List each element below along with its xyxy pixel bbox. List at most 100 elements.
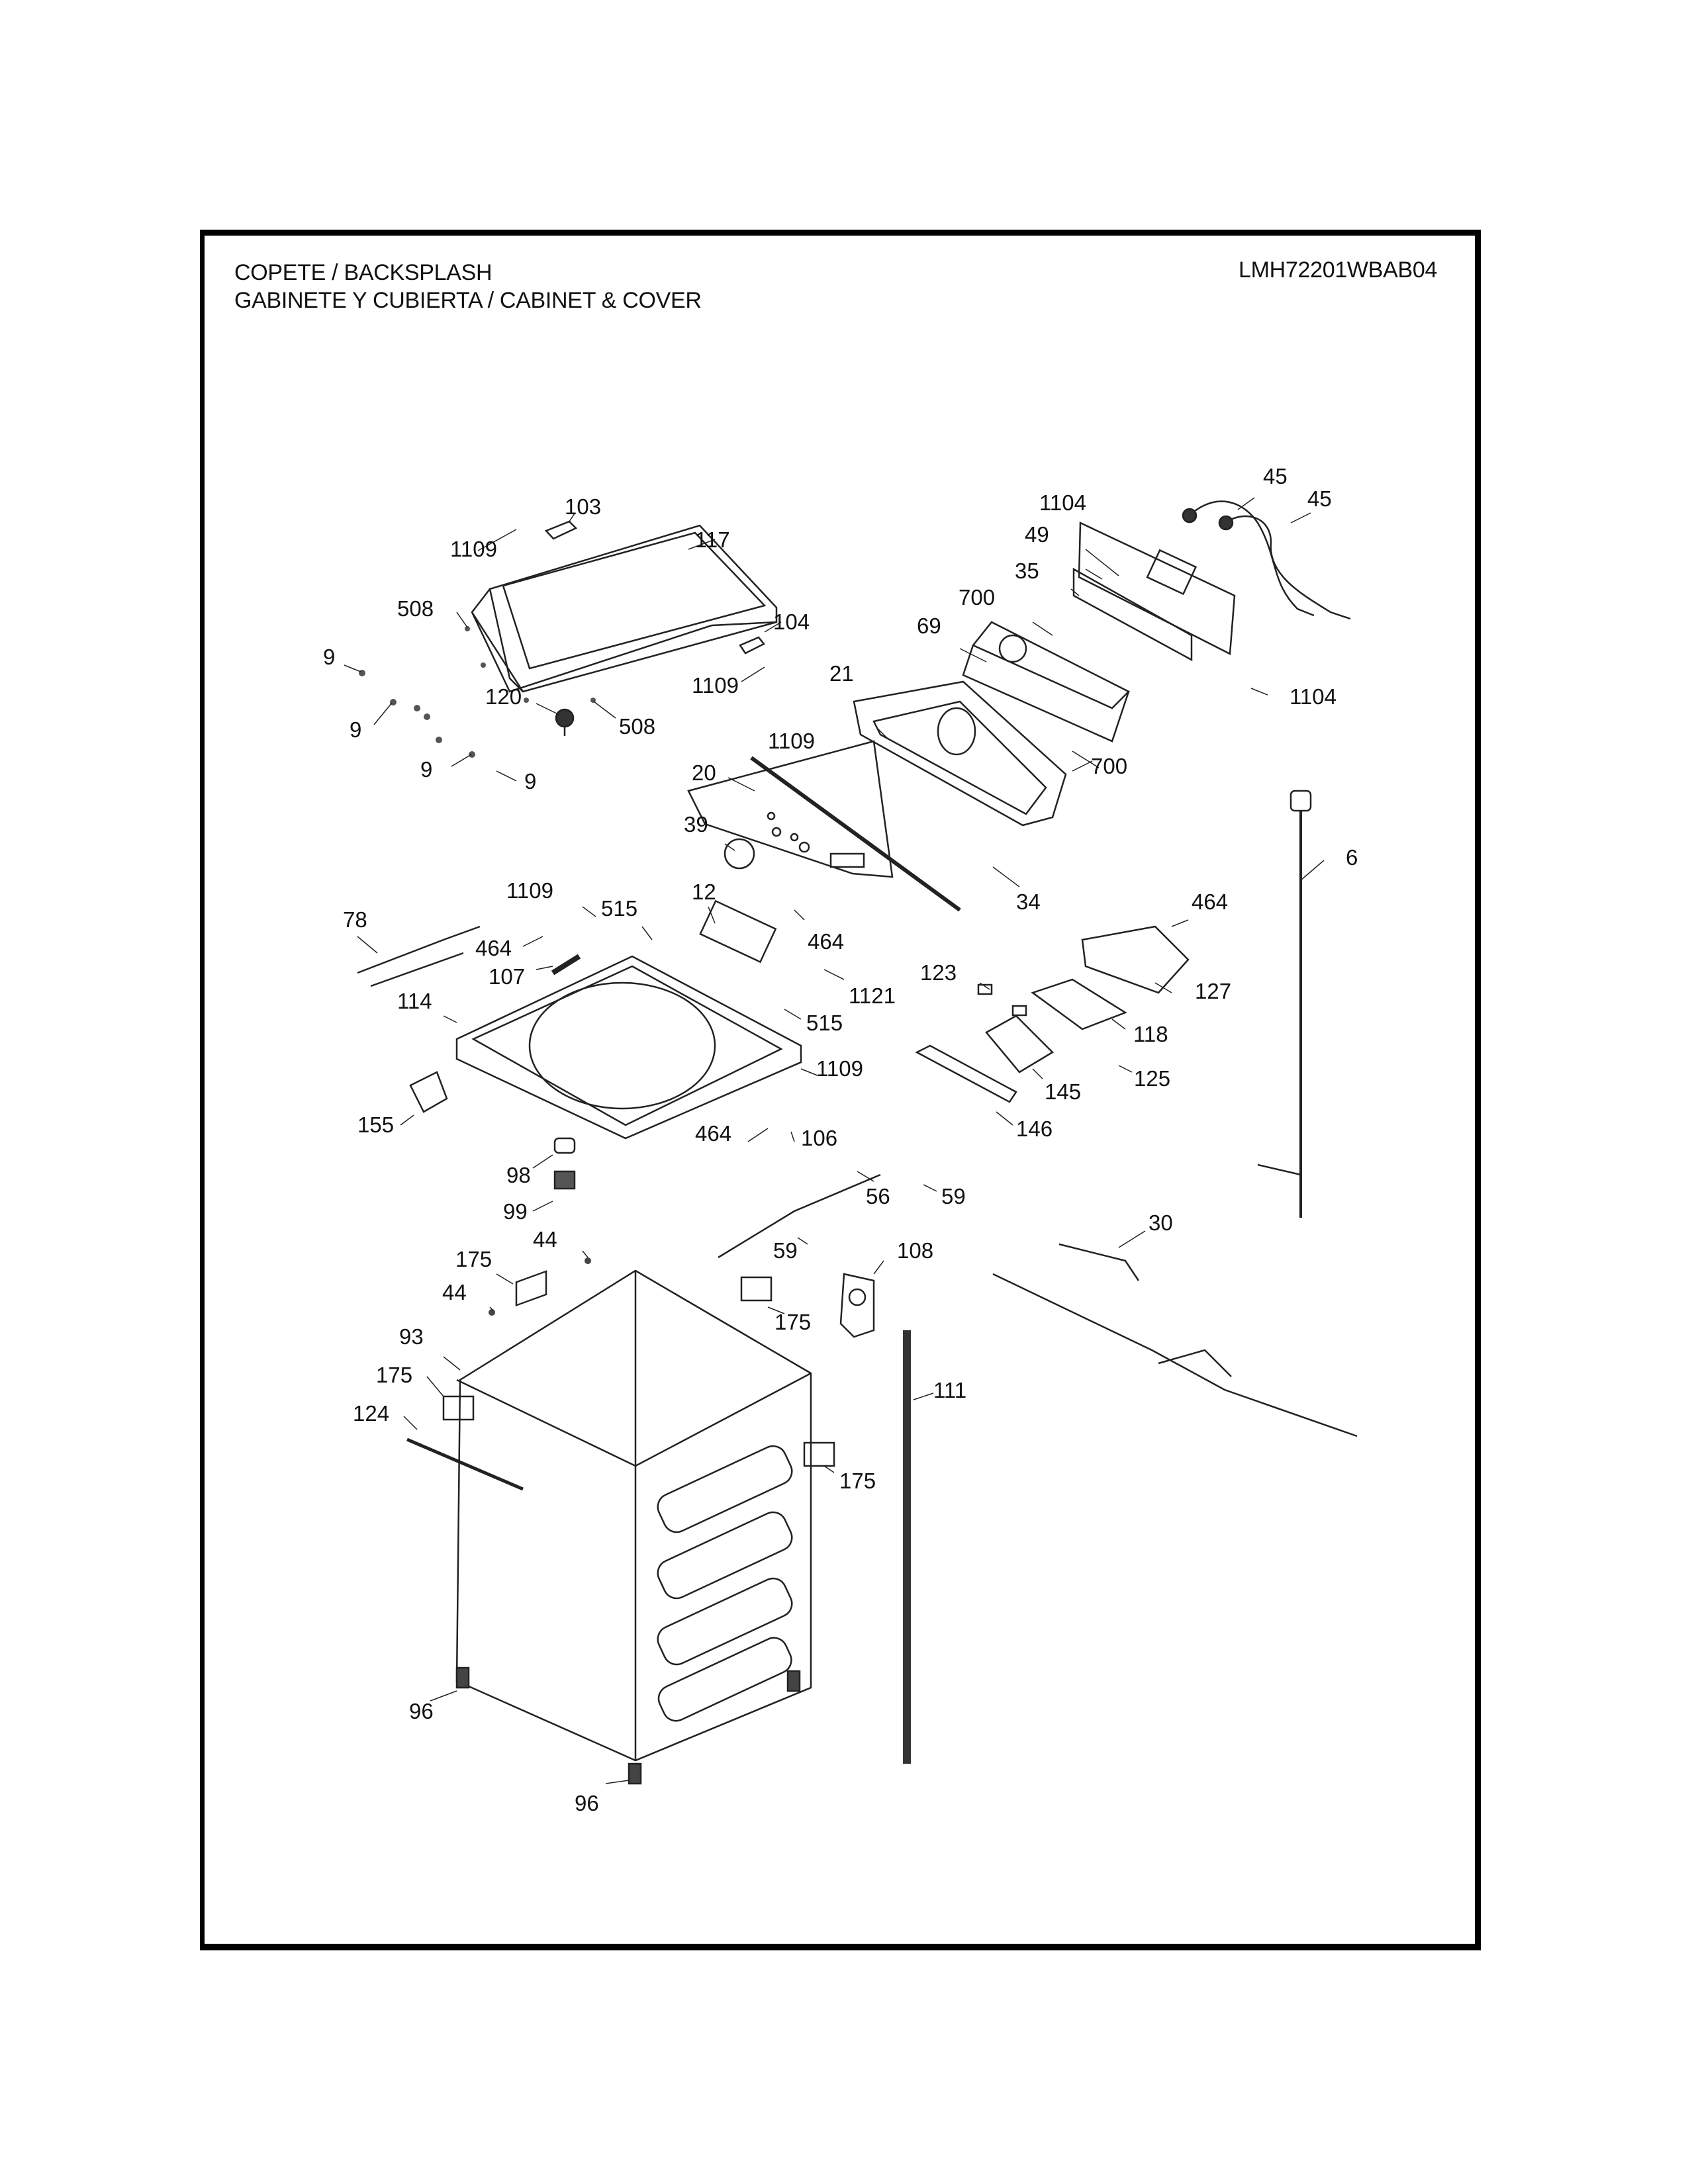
callout-59: 59 — [773, 1238, 798, 1263]
callout-1121: 1121 — [849, 983, 896, 1008]
callout-700: 700 — [1091, 754, 1128, 778]
sensor-107-drawing — [551, 954, 581, 976]
callout-508: 508 — [619, 714, 656, 739]
callout-59: 59 — [941, 1184, 966, 1208]
cabinet-drawing — [455, 1269, 812, 1762]
callout-56: 56 — [866, 1184, 890, 1208]
callout-9: 9 — [350, 717, 362, 742]
trim-strip-drawing — [750, 756, 961, 912]
callout-117: 117 — [695, 527, 730, 552]
callout-127: 127 — [1195, 979, 1232, 1003]
callout-1104: 1104 — [1039, 490, 1086, 515]
callout-9: 9 — [323, 645, 336, 669]
callout-99: 99 — [503, 1199, 528, 1224]
callout-464: 464 — [1192, 889, 1229, 914]
callout-44: 44 — [533, 1227, 557, 1251]
leveling-feet-drawing — [455, 1666, 801, 1785]
main-harness-drawing — [992, 1243, 1358, 1437]
screws-44 — [489, 1257, 591, 1316]
dispenser-housing-drawing — [1081, 925, 1190, 994]
callout-123: 123 — [920, 960, 957, 985]
callout-515: 515 — [806, 1011, 843, 1035]
callout-175: 175 — [839, 1469, 876, 1493]
callout-1109: 1109 — [692, 673, 739, 698]
callout-44: 44 — [442, 1280, 467, 1304]
knob-drawing — [724, 838, 755, 870]
callout-1109: 1109 — [450, 537, 497, 561]
callout-69: 69 — [917, 614, 941, 638]
callout-39: 39 — [684, 812, 708, 837]
callout-1104: 1104 — [1289, 684, 1336, 709]
callout-93: 93 — [399, 1324, 424, 1349]
callout-118: 118 — [1133, 1022, 1168, 1046]
backsplash-housing-drawing — [853, 680, 1067, 827]
rear-panel-drawing — [1078, 522, 1236, 655]
lid-assembly-drawing — [471, 524, 778, 693]
inlet-hoses-drawing — [1182, 500, 1351, 620]
callout-107: 107 — [489, 964, 526, 989]
model-number: LMH72201WBAB04 — [1239, 257, 1438, 283]
water-valve-drawing — [699, 899, 777, 964]
lock-120-drawing — [555, 708, 575, 736]
callout-464: 464 — [695, 1121, 732, 1146]
section-title-backsplash: COPETE / BACKSPLASH — [234, 260, 492, 285]
power-cord-drawing — [1257, 790, 1312, 1218]
callout-175: 175 — [376, 1363, 413, 1387]
callout-464: 464 — [808, 929, 845, 954]
top-cover-drawing — [455, 955, 802, 1140]
callout-12: 12 — [692, 880, 716, 904]
bleach-cup-drawing — [409, 1071, 448, 1113]
control-panel-overlay-drawing — [687, 740, 894, 878]
callout-45: 45 — [1307, 486, 1332, 511]
drawer-front-drawing — [915, 1044, 1017, 1103]
part-123-drawing — [977, 983, 1027, 1017]
callout-9: 9 — [524, 769, 537, 794]
callout-30: 30 — [1149, 1210, 1173, 1235]
callout-1109: 1109 — [816, 1056, 863, 1081]
callout-508: 508 — [397, 596, 434, 621]
label-panel-drawing — [1072, 567, 1193, 662]
callout-108: 108 — [897, 1238, 934, 1263]
callout-6: 6 — [1346, 845, 1358, 870]
callout-104: 104 — [773, 610, 810, 634]
callout-515: 515 — [601, 896, 638, 921]
callout-700: 700 — [959, 585, 996, 610]
diagram-frame — [200, 230, 1481, 1950]
callout-155: 155 — [357, 1113, 395, 1137]
callout-leader-lines — [344, 497, 1325, 1784]
callout-1109: 1109 — [768, 729, 815, 753]
callout-120: 120 — [485, 684, 522, 709]
callout-111: 111 — [933, 1378, 967, 1402]
callout-35: 35 — [1015, 559, 1039, 583]
control-board-drawing — [962, 621, 1131, 743]
callout-96: 96 — [575, 1791, 599, 1815]
hinge-104-drawing — [739, 636, 765, 655]
callout-464: 464 — [475, 936, 512, 960]
bumper-parts — [359, 626, 596, 758]
callout-98: 98 — [506, 1163, 531, 1187]
callout-49: 49 — [1025, 522, 1049, 547]
callout-34: 34 — [1016, 889, 1041, 914]
callout-1109: 1109 — [506, 878, 553, 903]
callout-20: 20 — [692, 760, 716, 785]
harness-56-drawing — [718, 1173, 881, 1259]
callout-175: 175 — [455, 1247, 492, 1271]
callout-146: 146 — [1016, 1116, 1053, 1141]
section-title-cabinet-cover: GABINETE Y CUBIERTA / CABINET & COVER — [234, 288, 702, 313]
hinge-103-drawing — [544, 520, 578, 540]
callout-124: 124 — [353, 1401, 390, 1426]
harness-78-drawing — [357, 925, 481, 987]
callout-106: 106 — [801, 1126, 838, 1150]
callout-78: 78 — [343, 907, 367, 932]
lid-switch-drawing — [553, 1137, 576, 1190]
callout-125: 125 — [1134, 1066, 1171, 1091]
callout-45: 45 — [1263, 464, 1288, 488]
callout-114: 114 — [397, 989, 432, 1013]
callout-145: 145 — [1045, 1079, 1082, 1104]
callout-175: 175 — [774, 1310, 812, 1334]
callout-103: 103 — [565, 494, 602, 519]
dispenser-cover-drawing — [1031, 978, 1127, 1030]
callout-96: 96 — [409, 1699, 434, 1723]
pump-bracket-drawing — [839, 1273, 875, 1338]
